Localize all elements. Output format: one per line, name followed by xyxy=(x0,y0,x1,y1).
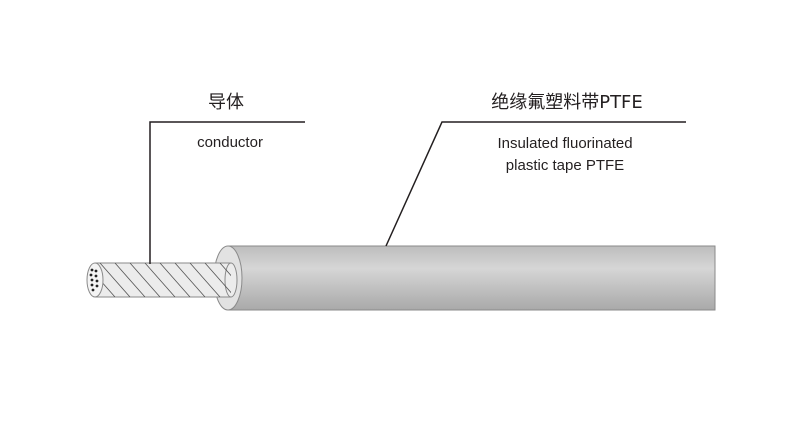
insulation-jacket xyxy=(213,245,716,311)
conductor-label-en: conductor xyxy=(197,134,263,151)
conductor-strand xyxy=(86,262,238,298)
wire-ends xyxy=(89,268,99,292)
insulation-label-zh: 绝缘氟塑料带PTFE xyxy=(491,92,643,113)
insulation-label-en-line1: Insulated fluorinated xyxy=(497,135,633,152)
insulation-leader-line xyxy=(385,121,686,247)
insulation-label-en-line2: plastic tape PTFE xyxy=(505,157,625,174)
conductor-leader-line xyxy=(149,121,305,264)
conductor-label-zh: 导体 xyxy=(208,92,244,113)
